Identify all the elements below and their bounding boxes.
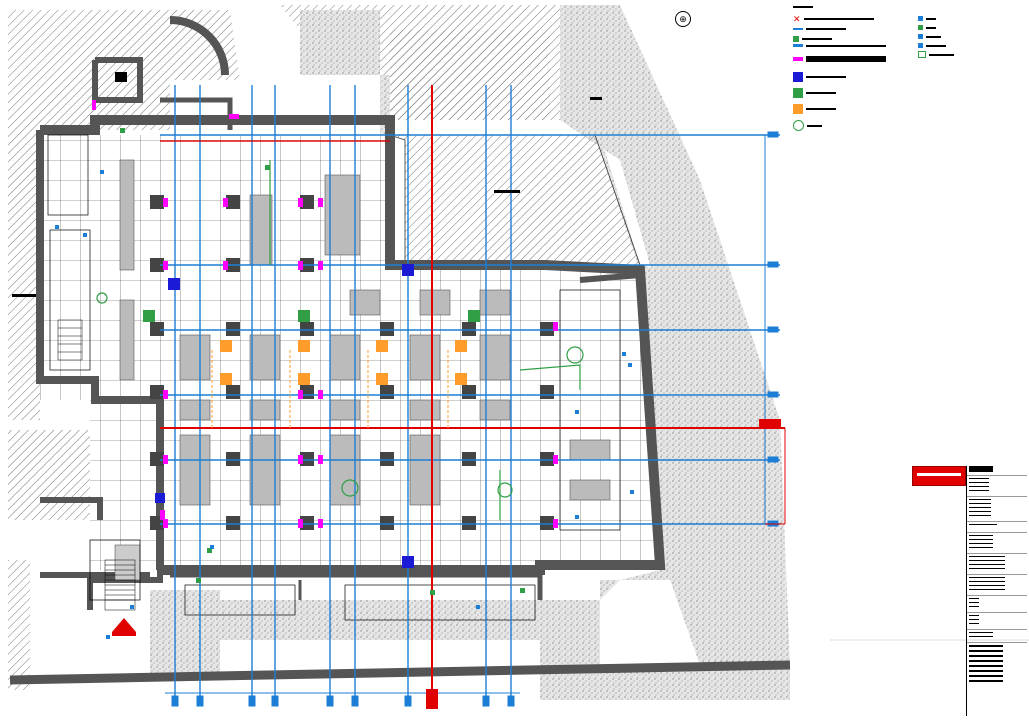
red-stamp	[912, 466, 966, 486]
left-room-label	[12, 293, 36, 298]
legend-item	[793, 56, 886, 62]
legend-item	[793, 104, 836, 114]
pillars	[150, 195, 554, 530]
small-blue-icon	[918, 34, 923, 39]
title-block-section	[967, 642, 1027, 684]
title-block-section	[967, 496, 1027, 518]
courtyard-label	[494, 189, 520, 194]
title-block-section	[967, 595, 1027, 609]
title-block	[966, 466, 1027, 716]
legend-item	[793, 120, 822, 131]
green-circle-icon	[793, 120, 804, 131]
blue-horizontal-lines	[160, 134, 780, 525]
legend-item	[793, 88, 836, 98]
legend-item	[793, 44, 886, 47]
stairs	[57, 319, 136, 611]
legend-item	[793, 28, 846, 30]
desks	[114, 159, 611, 581]
legend-item-right	[918, 16, 936, 21]
legend-item	[793, 36, 832, 42]
blue-line-icon	[793, 28, 803, 30]
title-block-section	[967, 553, 1027, 571]
legend-header	[793, 6, 813, 8]
legend-item: ✕	[793, 14, 874, 24]
terrain-gravel	[150, 5, 790, 700]
title-block-section	[967, 475, 1027, 493]
green-square-icon	[793, 36, 799, 42]
small-blue-markers	[55, 170, 634, 639]
red-cross-icon: ✕	[793, 14, 801, 24]
street-label	[590, 96, 602, 101]
magenta-bar-icon	[793, 57, 803, 61]
green-markers	[120, 128, 525, 595]
title-block-section	[967, 521, 1027, 529]
north-compass-icon: ⊕	[675, 11, 691, 27]
small-green-icon	[918, 25, 923, 30]
small-blue-icon	[918, 16, 923, 21]
legend-item-right	[918, 43, 946, 48]
navy-square-icon	[793, 72, 803, 82]
small-blue-icon	[918, 43, 923, 48]
title-block-section	[967, 629, 1027, 639]
green-pipes	[96, 160, 584, 520]
legend-item-right	[918, 51, 954, 58]
title-block-section	[967, 574, 1027, 592]
room-boundaries	[47, 134, 621, 621]
red-axes	[160, 85, 785, 709]
top-room-label	[115, 72, 127, 83]
title-block-section	[967, 532, 1027, 550]
title-block-header	[969, 466, 993, 472]
orange-markers	[220, 340, 467, 385]
legend-item-right	[918, 25, 936, 30]
entrance-arrow-icon	[112, 618, 136, 632]
legend-item	[793, 72, 846, 82]
dimension-chain-bottom	[165, 692, 520, 707]
orange-lines	[211, 350, 449, 430]
title-block-section	[967, 612, 1027, 626]
magenta-markers	[92, 100, 558, 528]
small-green-icon	[918, 51, 926, 58]
orange-square-icon	[793, 104, 803, 114]
navy-markers	[155, 264, 414, 568]
green-square-icon	[793, 88, 803, 98]
blue-bar-icon	[793, 44, 803, 47]
legend-item-right	[918, 34, 941, 39]
